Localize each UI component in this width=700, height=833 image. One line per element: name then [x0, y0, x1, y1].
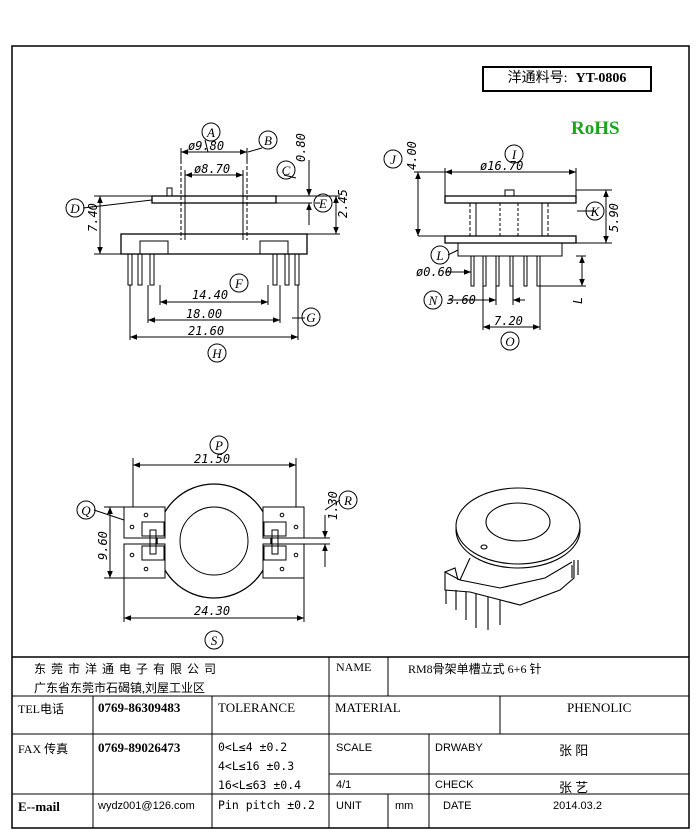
fax-value: 0769-89026473 [98, 740, 181, 755]
dim-A-value: ø9.80 [188, 139, 224, 153]
company-address: 广东省东莞市石碣镇,刘屋工业区 [34, 681, 206, 695]
drawby-value: 张 阳 [559, 743, 589, 758]
dim-B-value: ø8.70 [194, 162, 230, 176]
callout-E: E [318, 196, 327, 211]
rohs-mark: RoHS [571, 118, 620, 139]
callout-D: D [69, 201, 80, 216]
callout-A: A [206, 125, 215, 140]
scale-value: 4/1 [336, 779, 352, 791]
callout-C: C [282, 163, 291, 178]
front-view-callouts [65, 122, 333, 363]
dim-O-value: 7.20 [494, 314, 523, 328]
part-number-label: 洋通料号: [507, 71, 568, 86]
callout-J: J [390, 152, 397, 167]
isometric-view [444, 487, 581, 630]
company-name: 东 莞 市 洋 通 电 子 有 限 公 司 [34, 662, 218, 676]
side-view [414, 168, 612, 330]
front-view-callout-letters: A B C D E F G H [69, 125, 327, 361]
dim-N-value: 3.60 [446, 293, 476, 307]
email-value: wydz001@126.com [98, 800, 195, 812]
dim-K-value: 5.90 [607, 203, 621, 232]
tolerance-label: TOLERANCE [218, 700, 296, 715]
callout-S: S [211, 633, 218, 648]
tolerance-row-3: 16<L≤63 ±0.4 [218, 778, 302, 792]
date-value: 2014.03.2 [553, 800, 602, 812]
check-label: CHECK [435, 779, 474, 791]
part-number-box: 洋通料号: YT-0806 [482, 66, 652, 92]
part-number-value: YT-0806 [575, 71, 627, 86]
bottom-view-labels: 21.50 24.30 9.60 1.30 [96, 452, 340, 618]
tolerance-row-4: Pin pitch ±0.2 [218, 798, 315, 812]
tel-label: TEL电话 [18, 702, 64, 716]
callout-H: H [211, 346, 222, 361]
dim-L-length-symbol: L [571, 297, 585, 304]
callout-B: B [264, 133, 272, 148]
callout-F: F [234, 276, 244, 291]
dim-P-value: 21.50 [194, 452, 230, 466]
drawby-label: DRWABY [435, 742, 483, 754]
unit-label: UNIT [336, 800, 362, 812]
callout-K: K [590, 204, 601, 219]
front-view-labels: ø9.80 ø8.70 14.40 18.00 21.60 7.40 0.80 … [86, 133, 350, 338]
outer-frame [11, 45, 690, 829]
side-view-callout-letters: I J K L N O [390, 147, 601, 349]
email-label: E--mail [18, 799, 60, 814]
side-view-labels: ø16.70 ø0.60 3.60 7.20 4.00 5.90 L [405, 141, 621, 328]
callout-I: I [511, 147, 517, 162]
tolerance-row-2: 4<L≤16 ±0.3 [218, 759, 295, 773]
side-view-callouts [383, 144, 605, 351]
callout-Q: Q [81, 503, 91, 518]
dim-L-value: ø0.60 [416, 265, 452, 279]
dim-I-value: ø16.70 [480, 159, 523, 173]
material-value: PHENOLIC [567, 700, 632, 715]
dim-J-value: 4.00 [405, 141, 419, 170]
dim-S-value: 24.30 [194, 604, 230, 618]
dim-E-value: 2.45 [336, 189, 350, 218]
material-label: MATERIAL [335, 700, 401, 715]
unit-value: mm [395, 800, 414, 812]
name-label: NAME [336, 660, 372, 674]
fax-label: FAX 传真 [18, 742, 69, 756]
scale-label: SCALE [336, 742, 373, 754]
callout-P: P [214, 438, 223, 453]
callout-L: L [435, 248, 443, 263]
date-label: DATE [443, 800, 472, 812]
callout-G: G [306, 310, 316, 325]
tel-value: 0769-86309483 [98, 700, 181, 715]
dim-H-value: 21.60 [188, 324, 224, 338]
dim-F-value: 14.40 [192, 288, 228, 302]
bottom-view-callout-letters: P Q R S [81, 438, 352, 648]
dim-C-value: 0.80 [294, 133, 308, 162]
title-block-lines [12, 656, 689, 828]
check-value: 张 艺 [559, 780, 589, 795]
bottom-view-callouts [76, 435, 358, 650]
tolerance-row-1: 0<L≤4 ±0.2 [218, 740, 288, 754]
dim-R-value: 1.30 [326, 491, 340, 520]
dim-Q-value: 9.60 [96, 531, 110, 560]
dim-G-value: 18.00 [186, 307, 222, 321]
dim-D-value: 7.40 [86, 203, 100, 232]
callout-O: O [505, 334, 515, 349]
callout-R: R [343, 493, 352, 508]
name-value: RM8骨架单槽立式 6+6 针 [408, 662, 542, 676]
callout-N: N [428, 293, 439, 308]
bottom-view [93, 458, 341, 622]
